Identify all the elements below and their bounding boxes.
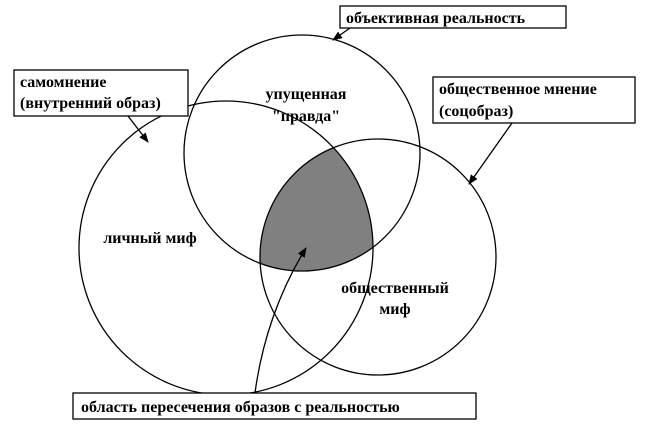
social-myth-label-line2: миф (379, 301, 410, 318)
social-image-label-line2: (соцобраз) (439, 103, 513, 120)
social-image-label-line1: общественное мнение (439, 81, 597, 98)
missed-truth-label-line2: "правда" (272, 108, 340, 125)
self-image-arrow (127, 115, 149, 143)
objective-reality-box (339, 5, 567, 29)
intersection-area (260, 139, 373, 271)
objective-reality-circle (183, 34, 421, 272)
self-image-label-line1: самомнение (20, 74, 106, 91)
objective-reality-label: объективная реальность (346, 10, 526, 27)
intersection-arrow (254, 247, 307, 394)
intersection-label: область пересечения образов с реальность… (81, 399, 400, 416)
intersection-callout: область пересечения образов с реальность… (72, 247, 477, 420)
social-image-callout: общественное мнение (соцобраз) (432, 76, 636, 185)
social-image-box (432, 76, 636, 124)
social-image-arrow (468, 122, 513, 185)
self-image-box (13, 69, 189, 117)
intersection-box (72, 392, 477, 420)
self-image-label-line2: (внутренний образ) (20, 95, 161, 112)
objective-reality-callout: объективная реальность (332, 5, 567, 41)
objective-reality-arrow (332, 27, 351, 41)
missed-truth-label-line1: упущенная (266, 86, 347, 103)
self-image-callout: самомнение (внутренний образ) (13, 69, 189, 143)
social-myth-label-line1: общественный (341, 280, 449, 297)
social-image-circle (259, 138, 497, 376)
personal-myth-label: личный миф (103, 230, 196, 247)
